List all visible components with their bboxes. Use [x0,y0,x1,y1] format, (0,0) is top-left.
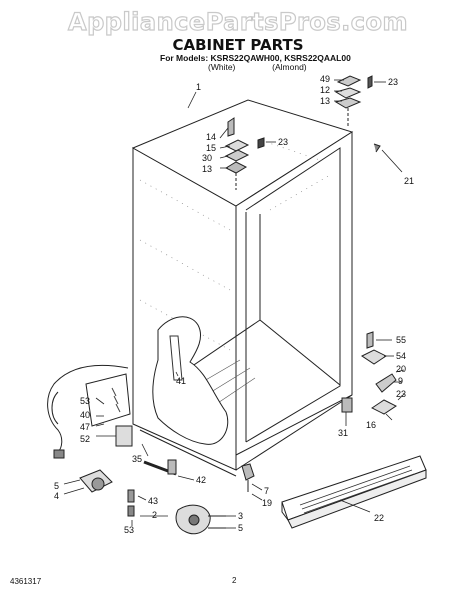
callout-35: 35 [132,454,142,464]
roller-assembly-left [79,469,113,493]
side-panel-cutout [152,316,229,445]
callout-2: 2 [152,510,157,520]
callout-3: 3 [238,511,243,521]
callout-4: 4 [54,491,59,501]
color-almond: (Almond) [272,62,307,72]
toe-grille [281,455,427,529]
callout-13: 13 [320,96,330,106]
callout-42: 42 [196,475,206,485]
roller-assembly-right [175,504,226,535]
callout-13: 13 [202,164,212,174]
callout-23: 23 [396,389,406,399]
callout-21: 21 [404,176,414,186]
compressor-bracket [85,373,133,447]
top-right-hinge [334,75,373,128]
callout-7: 7 [264,486,269,496]
callout-47: 47 [80,422,90,432]
callout-43: 43 [148,496,158,506]
callout-31: 31 [338,428,348,438]
models-line: For Models: KSRS22QAWH00, KSRS22QAAL00 [160,53,351,63]
page-title: CABINET PARTS [172,36,304,54]
callout-55: 55 [396,335,406,345]
bottom-right-hinge [341,331,397,415]
callout-54: 54 [396,351,406,361]
leveling-leg [241,463,255,492]
footer-code: 4361317 [10,577,42,586]
screw-43 [127,489,135,517]
color-legend: (White) (Almond) [208,62,307,72]
watermark: AppliancePartsPros.com [67,7,408,36]
plug-21 [373,143,381,153]
tube-42 [143,459,177,476]
callout-5: 5 [54,481,59,491]
callout-12: 12 [320,85,330,95]
color-white: (White) [208,62,236,72]
page-number: 2 [232,576,237,585]
callout-5: 5 [238,523,243,533]
callout-1: 1 [196,82,201,92]
callout-49: 49 [320,74,330,84]
callout-9: 9 [398,376,403,386]
callout-30: 30 [202,153,212,163]
callout-23: 23 [278,137,288,147]
callout-14: 14 [206,132,216,142]
callout-53: 53 [124,525,134,535]
callout-20: 20 [396,364,406,374]
top-left-hinge [224,117,265,190]
callout-19: 19 [262,498,272,508]
callout-40: 40 [80,410,90,420]
callout-52: 52 [80,434,90,444]
callout-23: 23 [388,77,398,87]
callout-16: 16 [366,420,376,430]
callout-53: 53 [80,396,90,406]
callout-labels: 1 49 12 13 23 14 15 30 13 23 21 55 54 20… [54,74,414,535]
callout-15: 15 [206,143,216,153]
callout-41: 41 [176,376,186,386]
callout-22: 22 [374,513,384,523]
power-cord [47,364,129,459]
